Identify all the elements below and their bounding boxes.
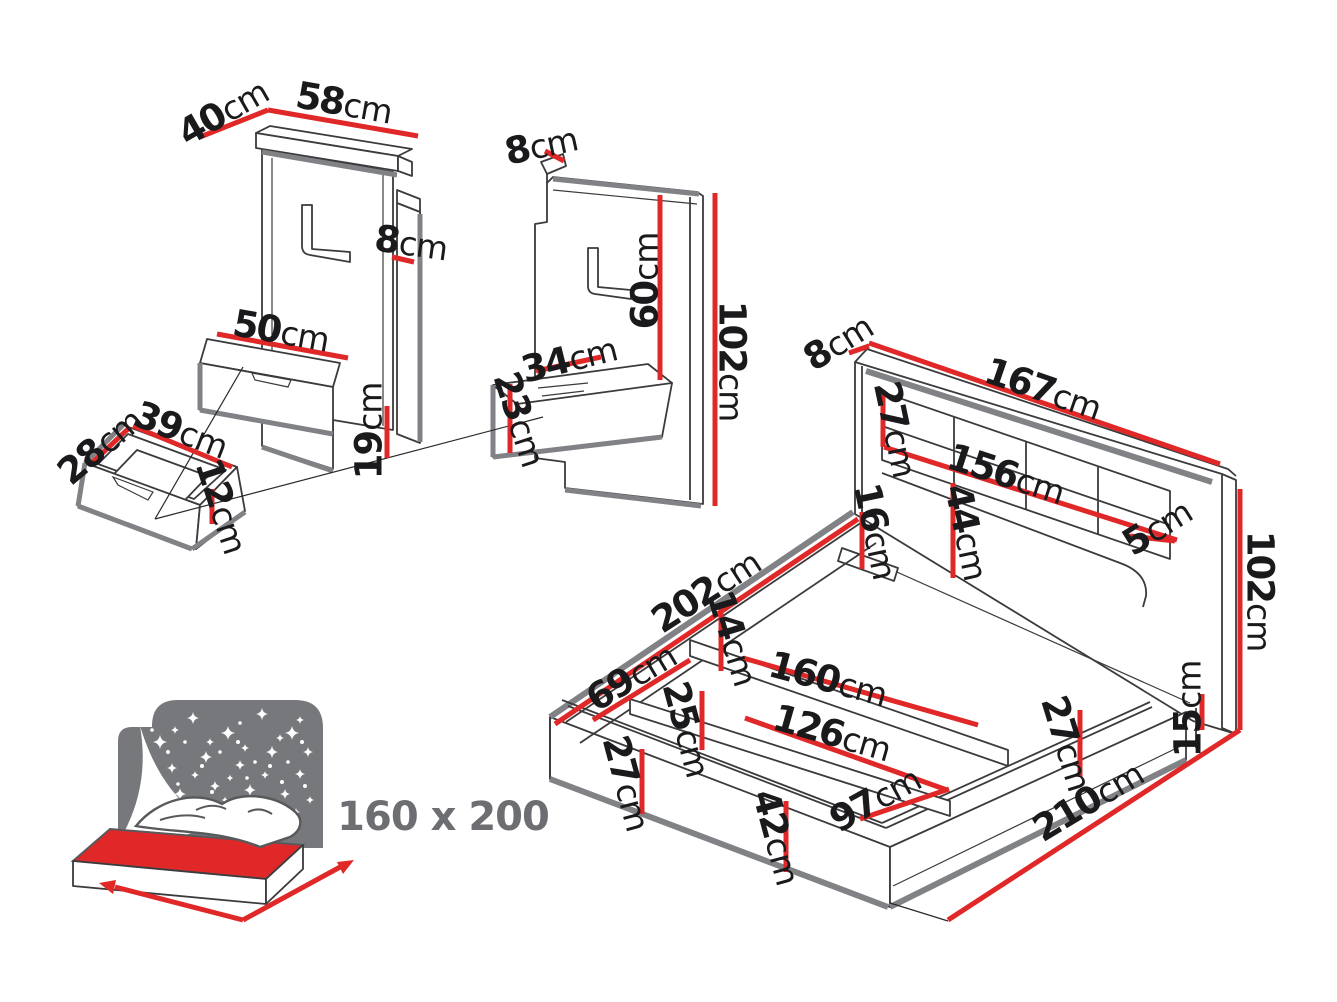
dim-line-p2-top xyxy=(543,148,566,164)
star-icon xyxy=(221,726,235,740)
icon-width-arrowhead xyxy=(99,880,116,894)
star-dot-icon xyxy=(200,764,204,768)
dimension-lines xyxy=(90,107,1243,923)
star-icon xyxy=(244,784,256,796)
star-icon xyxy=(221,796,229,804)
star-dot-icon xyxy=(210,790,214,794)
dim-line-bed-hb-side xyxy=(848,343,870,356)
dim-line-p1-shelf xyxy=(216,331,349,361)
star-dot-icon xyxy=(303,784,307,788)
star-dot-icon xyxy=(166,750,170,754)
dim-line-bed-total xyxy=(946,727,1242,923)
star-icon xyxy=(276,734,284,742)
star-icon xyxy=(200,751,212,763)
dim-line-p1-side xyxy=(391,254,415,265)
star-dot-icon xyxy=(236,740,240,744)
icon-duvet-folds xyxy=(159,804,273,821)
star-icon xyxy=(256,708,268,720)
star-icon xyxy=(306,796,314,804)
icon-mattress-side xyxy=(265,844,304,905)
star-icon xyxy=(187,712,199,724)
dim-line-bed-storage2 xyxy=(859,786,950,822)
icon-width-arrow xyxy=(114,884,244,923)
star-dot-icon xyxy=(253,760,257,764)
star-icon xyxy=(226,774,234,782)
dim-line-bed-length xyxy=(553,516,860,727)
star-dot-icon xyxy=(245,776,249,780)
dim-label-bed-plinth: 15cm xyxy=(1166,660,1210,758)
dim-line-bed-hb-inner xyxy=(883,444,1178,543)
star-icon xyxy=(167,763,177,773)
drawer-drawing xyxy=(75,423,247,552)
star-icon xyxy=(266,746,278,758)
mattress-size-label: 160 x 200 xyxy=(337,794,550,840)
star-icon xyxy=(261,771,269,779)
star-icon xyxy=(210,781,220,791)
dim-line-bed-corner xyxy=(591,657,692,723)
star-icon xyxy=(280,789,290,799)
star-icon xyxy=(235,760,245,770)
star-icon xyxy=(303,747,313,757)
dim-line-bed-hb-shelf xyxy=(1129,533,1176,544)
dim-line-dr-depth xyxy=(90,425,132,465)
star-icon xyxy=(241,744,249,752)
bed-base-drawing xyxy=(548,509,1188,910)
star-dot-icon xyxy=(218,750,222,754)
dim-label-headboard-height: 102cm xyxy=(1238,530,1282,652)
dim-label-panel2-upper: 60cm xyxy=(623,232,667,330)
star-dot-icon xyxy=(268,764,272,768)
dim-line-p1-width xyxy=(267,107,419,139)
wall-panel-front-drawing xyxy=(197,125,423,474)
dim-label-panel-base: 19cm xyxy=(347,382,391,480)
icon-length-arrow xyxy=(241,863,344,923)
dim-line-dr-width xyxy=(132,423,233,470)
star-dot-icon xyxy=(150,728,154,732)
star-icon xyxy=(153,735,167,749)
dim-line-p2-shelf xyxy=(535,354,602,374)
star-icon xyxy=(206,738,214,746)
star-dot-icon xyxy=(280,780,284,784)
dim-line-bed-storage xyxy=(744,715,948,793)
star-dot-icon xyxy=(286,760,290,764)
star-dot-icon xyxy=(300,740,304,744)
star-dot-icon xyxy=(238,721,242,725)
star-dot-icon xyxy=(176,782,180,786)
star-icon xyxy=(296,716,304,724)
dim-line-bed-hb-width xyxy=(868,340,1221,467)
star-icon xyxy=(174,788,186,800)
icon-length-arrowhead xyxy=(337,860,354,874)
bed-size-icon xyxy=(70,700,354,923)
star-icon xyxy=(285,726,299,740)
star-dot-icon xyxy=(183,740,187,744)
star-icon xyxy=(171,726,179,734)
dim-line-p1-depth xyxy=(199,107,269,140)
dim-line-bed-inner-width xyxy=(742,655,979,728)
star-icon xyxy=(191,771,199,779)
star-icon xyxy=(295,769,305,779)
drawer-pointer-lines xyxy=(154,366,949,922)
dim-label-panel2-height: 102cm xyxy=(710,300,754,422)
